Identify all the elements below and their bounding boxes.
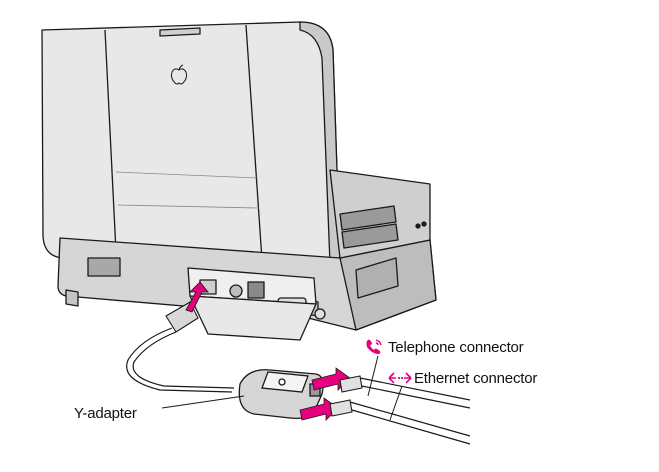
cable-port-to-adapter (126, 327, 235, 393)
connector-cables (349, 377, 471, 445)
y-adapter-label: Y-adapter (74, 405, 137, 422)
laptop-lid (41, 21, 341, 269)
ethernet-connector-label: Ethernet connector (414, 370, 538, 387)
connector-plugs (329, 375, 363, 417)
arrow-to-port (185, 281, 209, 313)
leader-lines (161, 355, 403, 421)
ethernet-arrows-icon (388, 372, 412, 384)
telephone-icon (366, 339, 382, 354)
telephone-connector-label: Telephone connector (388, 339, 524, 356)
apple-logo-icon (170, 64, 188, 85)
laptop-base (57, 169, 437, 341)
